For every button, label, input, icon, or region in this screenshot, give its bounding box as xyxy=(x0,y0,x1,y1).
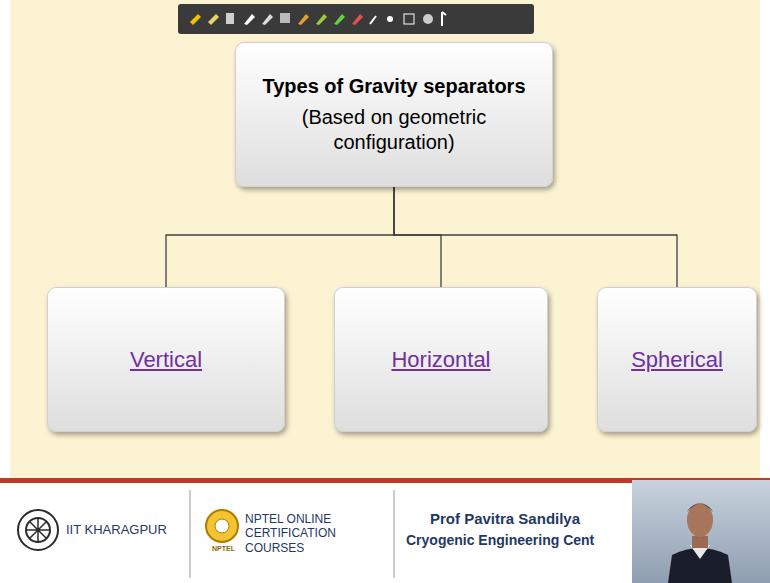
link-text: Spherical xyxy=(631,347,723,373)
category-box: Horizontal xyxy=(334,287,548,432)
logo-caption: NPTEL xyxy=(212,545,235,552)
box-subtitle: (Based on geometric configuration) xyxy=(269,105,519,155)
category-box: Vertical xyxy=(47,287,285,432)
department-name: Cryogenic Engineering Cent xyxy=(406,532,594,548)
root-box: Types of Gravity separators (Based on geo… xyxy=(235,42,553,187)
category-box: Spherical xyxy=(597,287,757,432)
box-heading: Types of Gravity separators xyxy=(262,74,525,99)
tree-connector xyxy=(394,187,677,287)
tree-connector xyxy=(394,187,441,287)
institute-name: IIT KHARAGPUR xyxy=(66,522,167,537)
link-text: Horizontal xyxy=(391,347,490,373)
tree-connector xyxy=(166,187,394,287)
link-text: Vertical xyxy=(130,347,202,373)
lecturer-name: Prof Pavitra Sandilya xyxy=(430,510,580,527)
course-banner: NPTEL ONLINE CERTIFICATION COURSES xyxy=(245,512,385,555)
